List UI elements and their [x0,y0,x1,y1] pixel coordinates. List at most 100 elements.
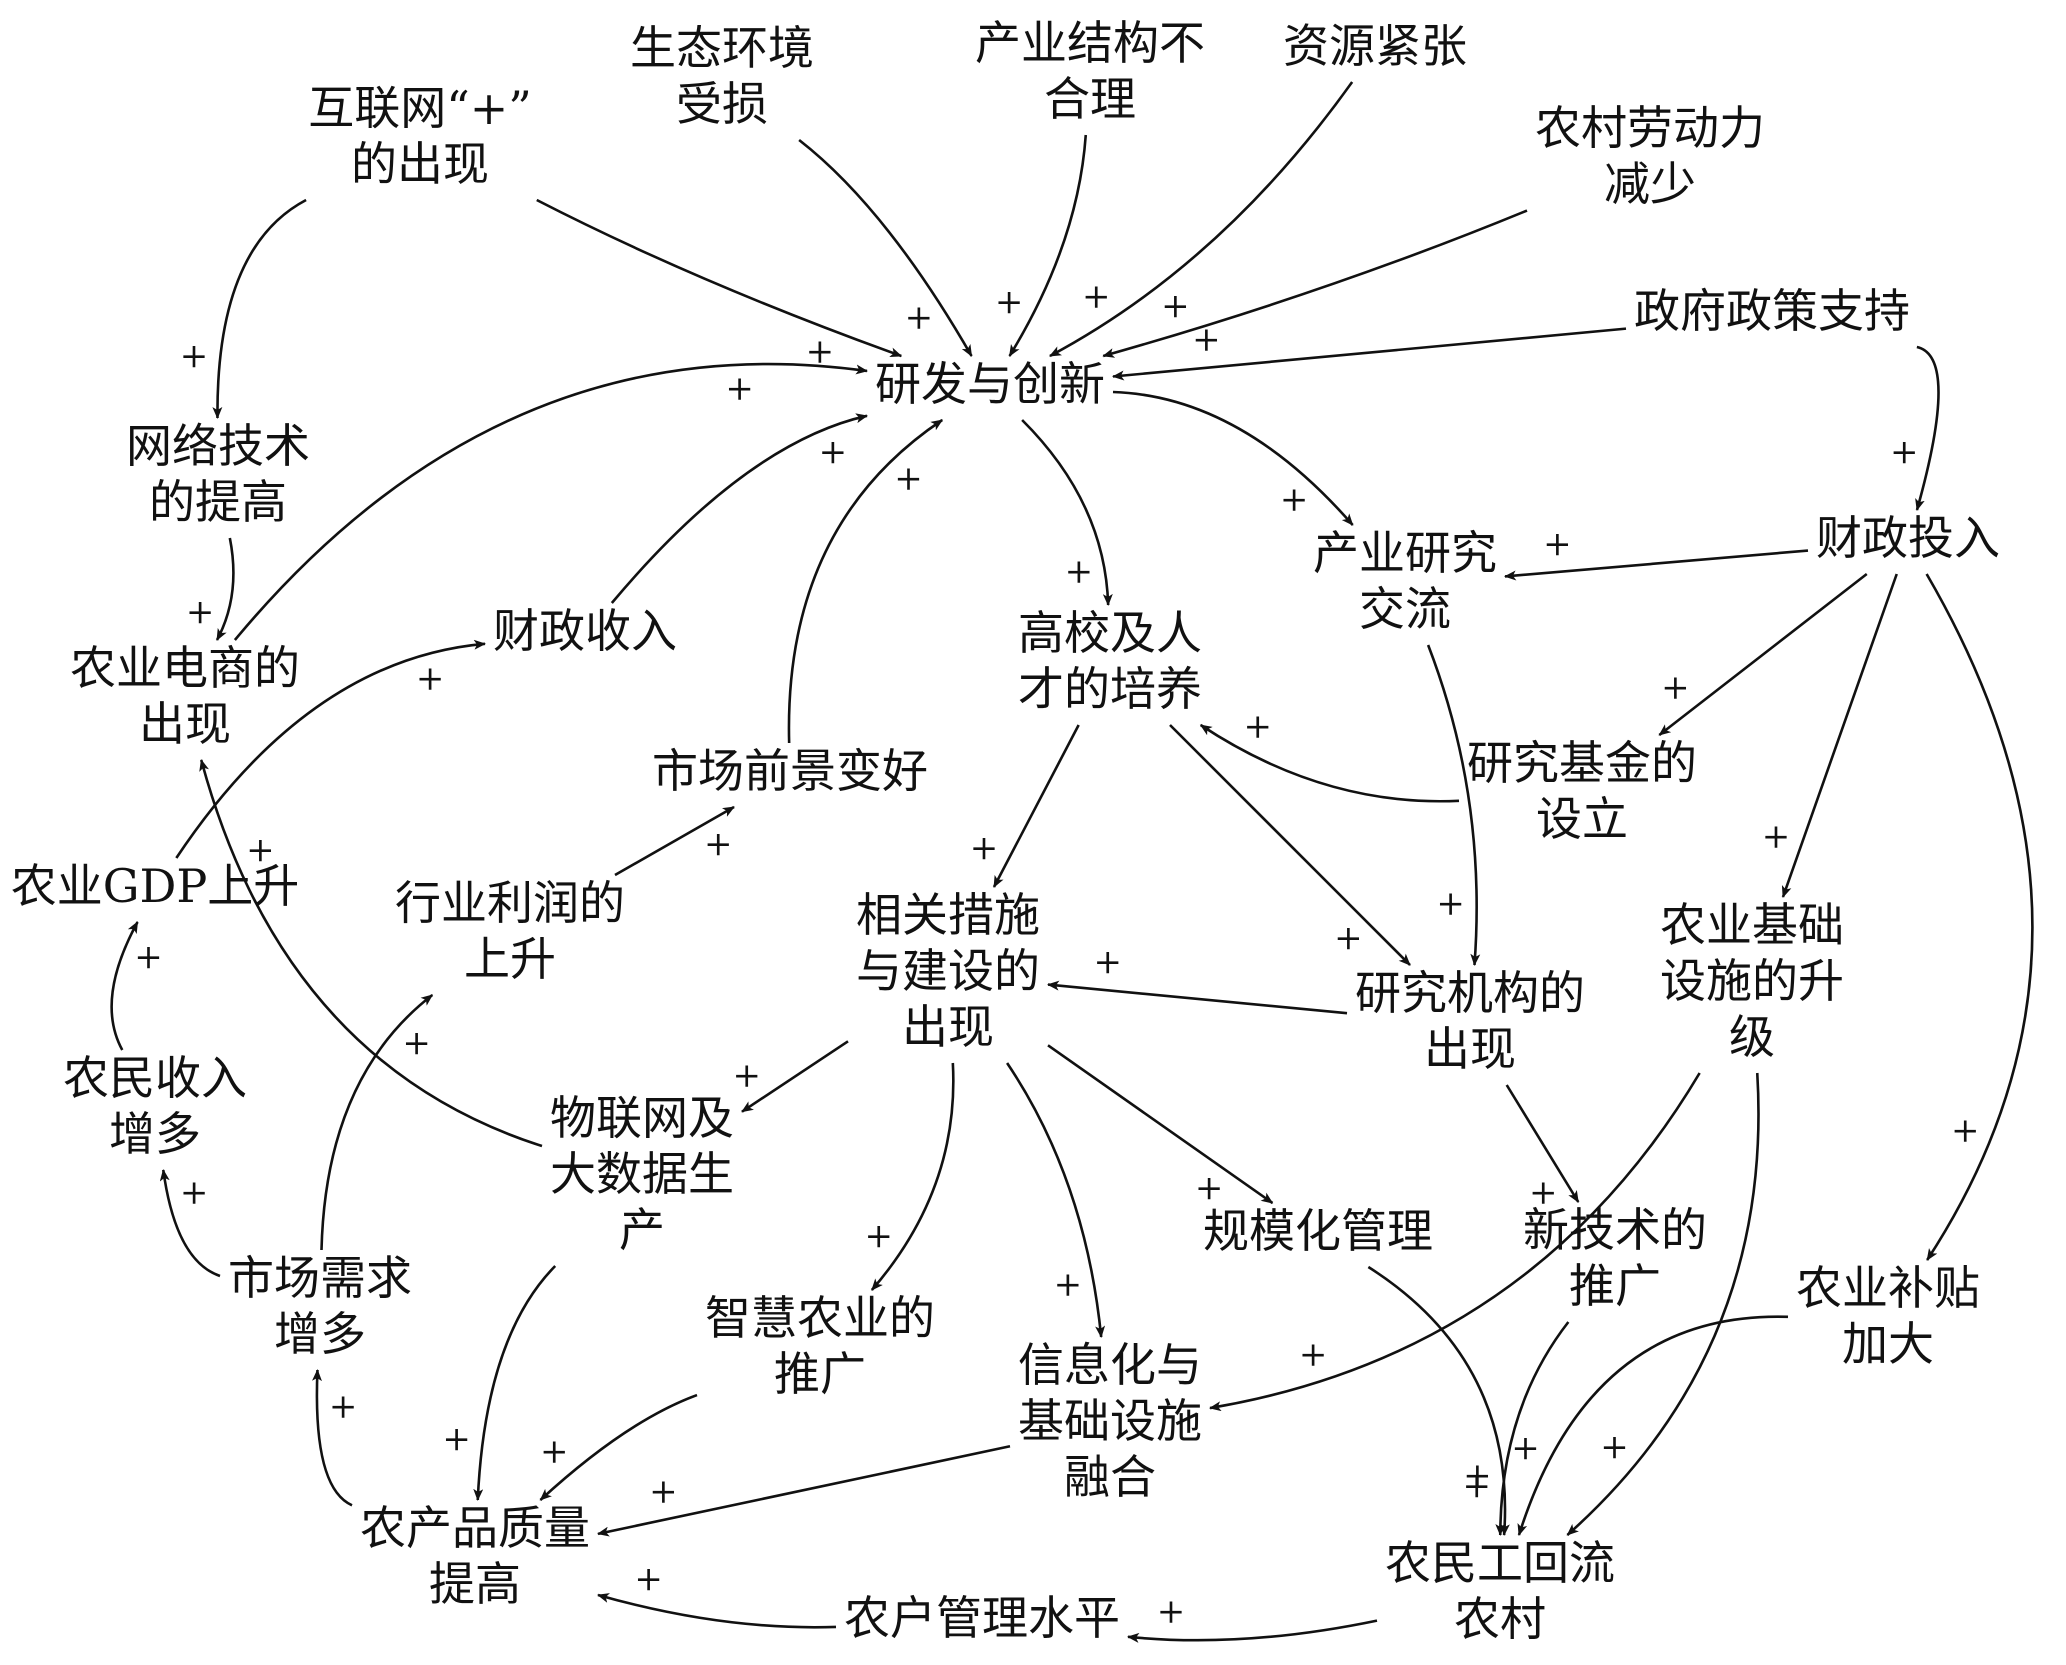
node-label: 市场需求 [228,1251,412,1305]
polarity-sign: + [725,369,754,409]
node-label: 农村劳动力 [1535,101,1765,155]
node-label: 农业GDP上升 [11,859,300,913]
polarity-sign: + [1334,918,1363,958]
node-fiscal-revenue: 财政收入 [493,604,677,658]
node-label: 农业基础 [1660,898,1844,952]
nodes-layer: 互联网“+”的出现生态环境受损产业结构不合理资源紧张农村劳动力减少政府政策支持研… [11,16,2000,1646]
polarity-sign: + [732,1055,761,1095]
node-label: 上升 [464,932,556,986]
polarity-sign: + [1463,1466,1492,1506]
node-label: 受损 [676,77,768,131]
polarity-sign: + [402,1023,431,1063]
polarity-sign: + [704,824,733,864]
node-label: 产业结构不 [975,16,1205,70]
polarity-sign: + [894,458,923,498]
node-label: 互联网“+” [308,81,532,135]
node-internet-plus: 互联网“+”的出现 [308,81,532,191]
polarity-sign: + [180,336,209,376]
node-label: 设立 [1536,792,1628,846]
node-label: 生态环境 [630,21,814,75]
node-label: 农产品质量 [360,1501,590,1555]
polarity-sign: + [1093,942,1122,982]
node-label: 行业利润的 [395,876,625,930]
link-arrow [1102,209,1528,358]
node-fiscal-input: 财政投入 [1816,511,2000,565]
polarity-sign: + [865,1216,894,1256]
node-label: 设施的升 [1660,954,1844,1008]
node-label: 合理 [1044,72,1136,126]
polarity-sign: + [1161,286,1190,326]
link-arrow [614,805,735,877]
node-label: 才的培养 [1018,662,1202,716]
node-label: 财政投入 [1816,511,2000,565]
node-label: 的出现 [351,137,489,191]
links-layer: ++++++++++++++++++++++++++++++++++++++++… [110,81,2034,1643]
node-label: 推广 [1569,1259,1661,1313]
node-label: 研究机构的 [1355,966,1585,1020]
link-arrow [1209,1072,1701,1412]
polarity-sign: + [246,830,275,870]
node-label: 农民收入 [63,1051,247,1105]
node-label: 增多 [109,1107,201,1161]
link-arrow [1127,1619,1378,1643]
link-arrow [1367,1265,1510,1536]
link-arrow [1008,134,1088,357]
link-arrow [1505,1084,1580,1203]
node-label: 财政收入 [493,604,677,658]
polarity-sign: + [186,592,215,632]
link-arrow [1169,724,1411,966]
node-label: 研究基金的 [1467,736,1697,790]
node-scale-mgmt: 规模化管理 [1203,1204,1433,1258]
link-arrow [159,1169,221,1278]
node-label: 出现 [139,697,231,751]
node-label: 与建设的 [856,944,1040,998]
link-arrow [175,639,486,859]
node-label: 相关措施 [856,888,1040,942]
polarity-sign: + [1244,707,1273,747]
polarity-sign: + [1280,480,1309,520]
node-label: 产业研究 [1313,526,1497,580]
link-arrow [1504,549,1809,581]
link-arrow [1781,573,1898,898]
node-label: 减少 [1604,157,1696,211]
link-arrow [473,1265,557,1501]
link-arrow [610,413,868,604]
link-arrow [1925,573,2034,1261]
link-arrow [1495,1321,1570,1536]
link-arrow [110,921,139,1051]
node-ag-gdp: 农业GDP上升 [11,859,300,913]
link-arrow [1021,419,1113,606]
link-arrow [1047,1044,1274,1205]
node-label: 高校及人 [1018,606,1202,660]
node-label: 加大 [1842,1317,1934,1371]
polarity-sign: + [1511,1428,1540,1468]
node-label: 出现 [902,1000,994,1054]
polarity-sign: + [134,937,163,977]
node-label: 基础设施 [1018,1394,1202,1448]
polarity-sign: + [540,1431,569,1471]
link-arrow [536,198,903,358]
link-arrow [1517,1315,1789,1536]
link-arrow [539,1393,698,1501]
link-arrow [870,1062,955,1291]
node-label: 市场前景变好 [652,744,928,798]
node-label: 增多 [274,1307,366,1361]
polarity-sign: + [1762,816,1791,856]
link-arrow [787,418,944,744]
